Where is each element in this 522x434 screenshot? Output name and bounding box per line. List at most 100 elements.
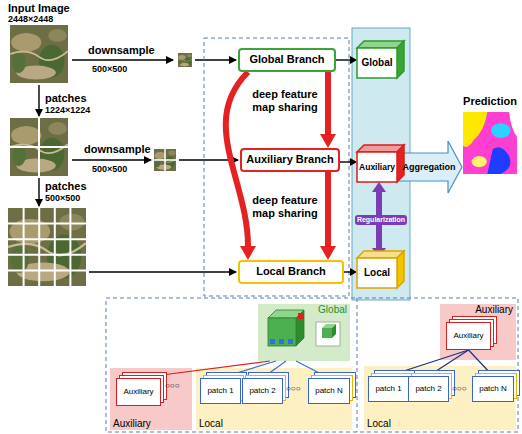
node-text: patch 2 <box>412 384 444 394</box>
satellite-image <box>8 208 86 286</box>
text-label: ○○○ <box>286 384 301 394</box>
node-text: Auxiliary <box>359 162 395 172</box>
region-fill <box>110 304 516 430</box>
branch-box: Auxiliary Branch <box>240 148 340 172</box>
node-text: Local <box>364 267 390 279</box>
patch-box: patch 1 <box>200 378 241 404</box>
node-text: Global Branch <box>249 53 324 66</box>
global-feature-cube <box>288 339 293 344</box>
prediction-map <box>463 112 517 174</box>
detail-frame <box>106 298 518 432</box>
patch-box: patch 2 <box>408 376 449 402</box>
connector-arrow <box>325 72 331 134</box>
global-feature-cube <box>268 318 296 346</box>
satellite-image <box>154 149 176 171</box>
text-label: patches <box>45 180 87 193</box>
patch-box: patch N <box>472 376 514 402</box>
feature-cube <box>357 145 404 152</box>
connector-arrow <box>296 361 329 378</box>
feature-cube: Global <box>357 48 397 78</box>
feature-cube <box>357 48 397 78</box>
patch-box: patch N <box>308 378 350 404</box>
node-text: Global <box>315 304 350 316</box>
text-label: 500×500 <box>92 164 127 175</box>
feature-cube <box>397 251 404 288</box>
connector-arrow <box>263 361 287 378</box>
satellite-image <box>8 208 86 286</box>
global-feature-cube <box>268 310 304 318</box>
feature-cube <box>357 152 397 182</box>
region-fill <box>110 368 192 430</box>
node-text: patch 1 <box>204 386 236 396</box>
auxiliary-feature-box: Auxiliary <box>116 378 161 406</box>
region-fill <box>440 304 516 360</box>
node-text: Auxiliary <box>472 304 516 316</box>
feature-cube <box>357 251 404 258</box>
connector-arrow <box>429 350 469 376</box>
region-fill <box>364 366 516 430</box>
local-region: Localpatch 1patch 2patch N <box>196 368 352 430</box>
connector-arrow <box>340 161 350 162</box>
text-label: 1224×1224 <box>45 105 90 116</box>
text-label: 500×500 <box>92 64 127 75</box>
global-feature-cube <box>298 313 304 319</box>
feature-cube: Local <box>357 258 397 288</box>
connector-arrow <box>325 172 331 246</box>
global-feature-cube <box>270 339 275 344</box>
text-label: downsample <box>84 143 151 156</box>
feature-cube <box>357 41 404 288</box>
flow-arrow <box>72 159 151 160</box>
text-label: ○○○ <box>165 381 180 391</box>
text-label: Input Image <box>8 2 70 15</box>
patch-box: patch 2 <box>242 378 283 404</box>
detail-frame <box>106 298 518 432</box>
edge-label: deep feature map sharing <box>250 88 320 113</box>
node-text: Prediction <box>463 95 517 108</box>
connector-arrow <box>469 350 494 376</box>
prediction-image: Prediction <box>462 95 518 177</box>
edge-label: Aggregation <box>403 162 456 172</box>
node-text: patch N <box>476 384 510 394</box>
satellite-image <box>10 118 68 176</box>
branch-box: Local Branch <box>238 260 344 284</box>
text-label: ○○○ <box>452 384 467 394</box>
aggregation-arrow <box>397 141 462 193</box>
edge-label: Regularization <box>355 215 407 225</box>
connector-arrow <box>336 59 350 60</box>
region-fill <box>196 368 352 430</box>
connector-arrow <box>344 271 350 272</box>
node-text: patch 2 <box>246 386 278 396</box>
output-panel <box>352 28 410 300</box>
satellite-image <box>10 25 68 83</box>
patch-box: patch 1 <box>368 376 409 402</box>
flow-arrow <box>38 85 39 116</box>
edge-label: deep feature map sharing <box>250 194 320 219</box>
feature-cube <box>357 41 404 48</box>
node-text: Auxiliary Branch <box>246 153 333 166</box>
global-region: Global <box>258 304 350 361</box>
feature-cube: Auxiliary <box>357 152 397 182</box>
connector-arrow <box>221 361 277 378</box>
auxiliary-region: AuxiliaryAuxiliary <box>110 368 192 430</box>
detail-frame <box>357 298 358 432</box>
global-feature-cube <box>316 322 340 346</box>
node-text: patch N <box>312 386 346 396</box>
branch-box: Global Branch <box>238 48 336 72</box>
node-text: Auxiliary <box>450 331 486 341</box>
satellite-image <box>10 118 68 176</box>
auxiliary-region: AuxiliaryAuxiliary <box>440 304 516 360</box>
node-text: Global <box>361 57 392 69</box>
global-feature-cube <box>296 310 304 346</box>
satellite-image <box>154 149 176 171</box>
satellite-image <box>8 25 192 286</box>
flow-arrow <box>38 178 39 206</box>
node-text: Auxiliary <box>110 418 154 430</box>
global-feature-cube <box>279 339 284 344</box>
global-feature-cube <box>322 328 332 338</box>
flow-arrow <box>39 60 238 272</box>
satellite-image <box>178 53 192 67</box>
connector-arrow <box>389 350 469 376</box>
text-label: patches <box>45 92 87 105</box>
global-feature-cube <box>268 310 340 346</box>
node-text: Local <box>364 418 394 430</box>
